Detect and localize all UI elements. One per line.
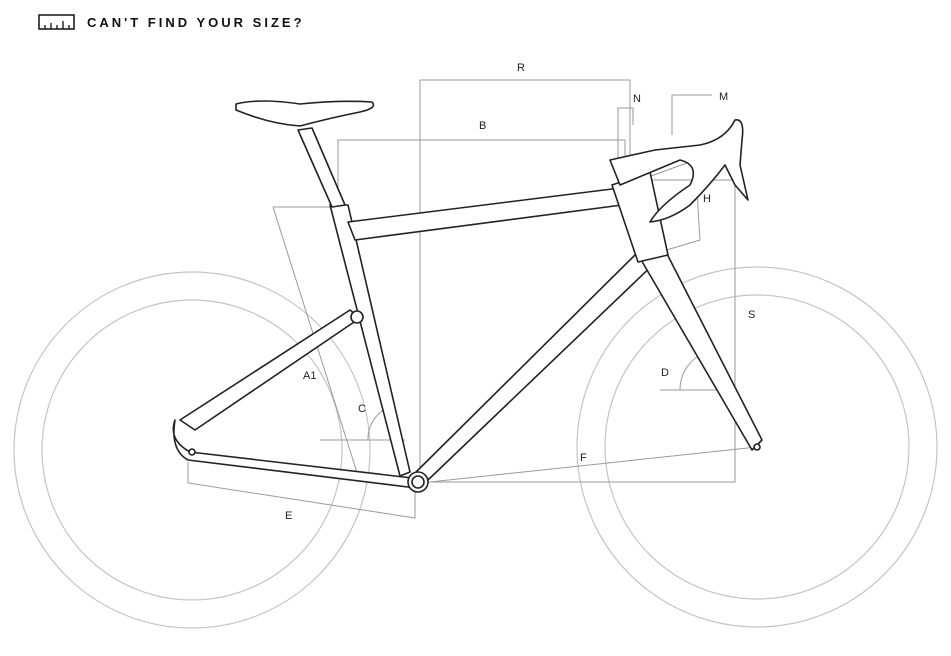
label-b: B bbox=[479, 120, 486, 132]
label-d: D bbox=[661, 367, 669, 379]
cant-find-size-link[interactable]: CAN'T FIND YOUR SIZE? bbox=[38, 14, 305, 30]
rear-wheel bbox=[13, 271, 371, 629]
label-m: M bbox=[719, 91, 728, 103]
label-e: E bbox=[285, 510, 292, 522]
label-f: F bbox=[580, 452, 587, 464]
label-r: R bbox=[517, 62, 525, 74]
ruler-icon bbox=[38, 14, 75, 30]
measurement-labels: R B N M H S D A1 C F E bbox=[285, 62, 755, 522]
cant-find-size-label: CAN'T FIND YOUR SIZE? bbox=[87, 14, 305, 30]
label-n: N bbox=[633, 93, 641, 105]
geometry-lines bbox=[187, 79, 758, 519]
label-c: C bbox=[358, 403, 366, 415]
label-a1: A1 bbox=[303, 370, 316, 382]
bike-frame bbox=[172, 100, 763, 493]
label-s: S bbox=[748, 309, 755, 321]
front-wheel bbox=[576, 266, 938, 628]
label-h: H bbox=[703, 193, 711, 205]
